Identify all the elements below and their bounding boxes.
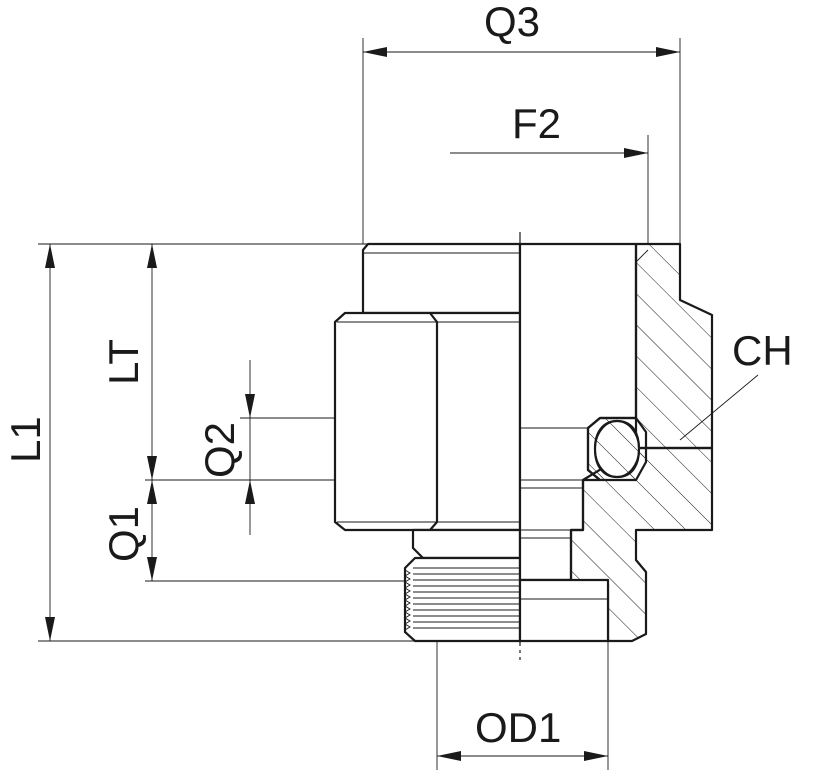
label-l1: L1 [2, 416, 49, 463]
labels: Q3 F2 CH OD1 L1 LT Q2 Q1 [2, 0, 793, 751]
label-lt: LT [100, 339, 147, 385]
dimension-q3 [363, 47, 680, 57]
dimension-q1 [147, 480, 157, 581]
thread-lines [404, 567, 520, 632]
label-q3: Q3 [484, 0, 540, 45]
dimension-od1 [437, 751, 608, 761]
label-q1: Q1 [100, 506, 147, 562]
fitting-section [518, 242, 714, 643]
ch-leader-line [679, 374, 759, 441]
label-ch: CH [732, 327, 793, 374]
dimension-l1 [45, 244, 55, 641]
dimension-lt [147, 244, 157, 480]
dimension-q2 [245, 360, 255, 535]
dimension-f2 [450, 148, 648, 158]
label-f2: F2 [512, 100, 561, 147]
label-od1: OD1 [475, 704, 561, 751]
fitting-exterior [333, 242, 522, 643]
label-q2: Q2 [196, 422, 243, 478]
